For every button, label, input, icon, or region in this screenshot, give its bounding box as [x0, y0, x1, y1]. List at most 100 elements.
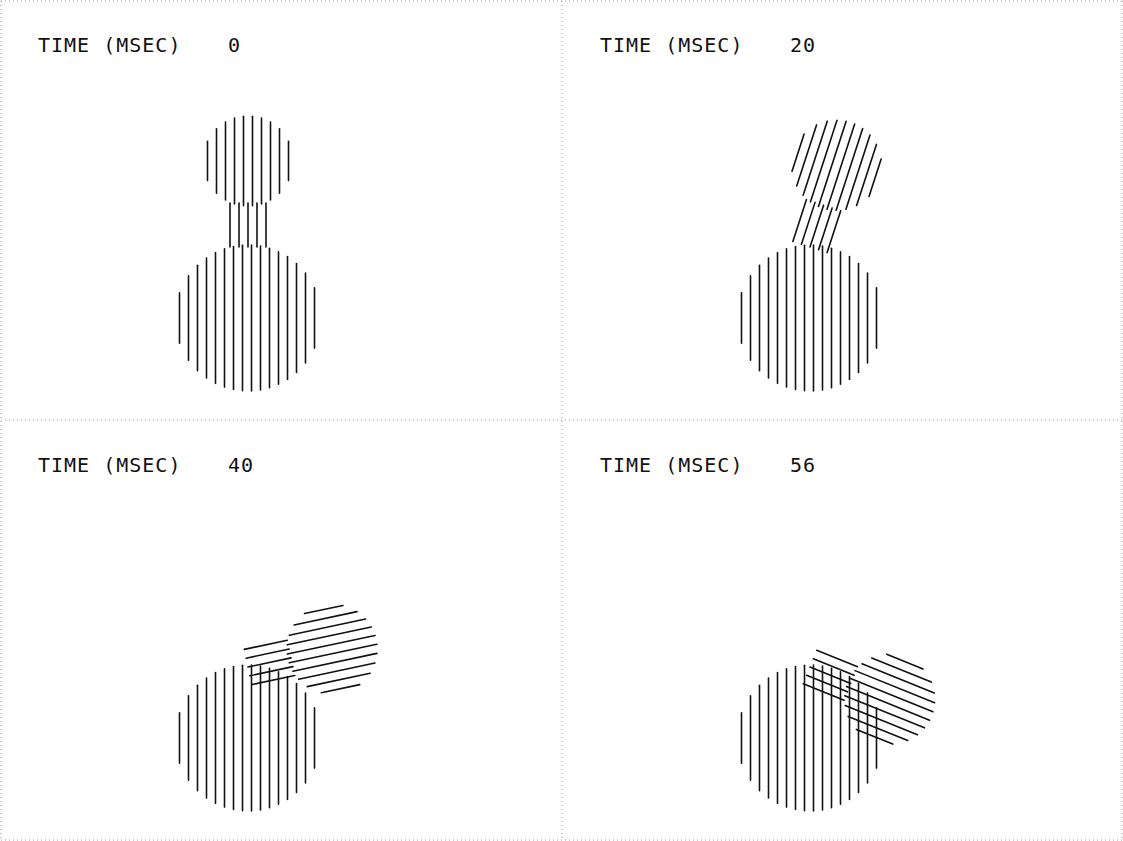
base-stripe: [849, 257, 851, 380]
neck-stripe: [238, 203, 240, 247]
head-stripe: [279, 129, 281, 193]
base-stripe: [741, 293, 743, 343]
time-value: 56: [790, 453, 816, 477]
base-stripe: [260, 666, 262, 810]
base-stripe: [831, 248, 833, 388]
upper-segment: [795, 629, 947, 753]
base-stripe: [867, 273, 869, 363]
neck-stripe: [813, 659, 854, 675]
base-stripe: [768, 678, 770, 798]
base-stripe: [251, 665, 253, 811]
head-stripe: [846, 135, 870, 209]
base-stripe: [804, 665, 806, 811]
deforming-body: [742, 110, 889, 391]
base-stripe: [269, 668, 271, 808]
base-stripe: [215, 673, 217, 804]
base-stripe: [876, 288, 878, 348]
head-stripe: [848, 716, 908, 740]
neck-stripe: [803, 684, 844, 700]
base-stripe: [314, 288, 316, 348]
deforming-body: [742, 629, 947, 810]
head-stripe: [872, 658, 932, 682]
time-value: 40: [228, 453, 254, 477]
base-stripe: [840, 252, 842, 385]
neck-stripe: [807, 675, 848, 691]
base-stripe: [750, 696, 752, 781]
head-stripe: [289, 619, 365, 635]
base-stripe: [251, 245, 253, 391]
base-stripe: [777, 673, 779, 804]
head-stripe: [855, 671, 935, 703]
base-stripe: [840, 672, 842, 805]
head-stripe: [216, 129, 218, 193]
head-stripe: [293, 653, 377, 671]
base-stripe: [858, 263, 860, 372]
neck-stripe: [827, 211, 841, 253]
neck-stripe: [252, 675, 295, 684]
base-stripe: [278, 252, 280, 385]
neck-stripe: [248, 658, 291, 667]
head-stripe: [270, 122, 272, 200]
head-stripe: [287, 627, 371, 645]
base-stripe: [804, 245, 806, 391]
head-stripe: [243, 116, 245, 206]
head-stripe: [288, 141, 290, 180]
base-stripe: [822, 246, 824, 390]
base-stripe: [759, 685, 761, 790]
upper-segment: [208, 116, 289, 247]
base-stripe: [849, 677, 851, 800]
base-stripe: [179, 713, 181, 763]
head-stripe: [225, 122, 227, 200]
neck-stripe: [265, 203, 267, 247]
base-stripe: [795, 666, 797, 809]
head-stripe: [857, 144, 877, 205]
neck-stripe: [250, 667, 293, 676]
base-stripe: [759, 265, 761, 370]
head-stripe: [850, 678, 933, 712]
base-stripe: [768, 258, 770, 378]
base-stripe: [777, 253, 779, 384]
head-stripe: [261, 118, 263, 204]
head-stripe: [856, 729, 892, 744]
time-value: 0: [228, 33, 241, 57]
base-stripe: [741, 713, 743, 763]
base-stripe: [287, 257, 289, 380]
base-stripe: [296, 683, 298, 792]
axis-title: TIME (MSEC): [38, 453, 181, 477]
base-stripe: [858, 683, 860, 792]
base-stripe: [242, 665, 244, 811]
base-stripe: [233, 666, 235, 809]
head-stripe: [307, 673, 370, 686]
axis-title: TIME (MSEC): [600, 453, 743, 477]
panel-border: [1, 420, 1122, 421]
head-stripe: [792, 134, 804, 171]
upper-segment: [240, 600, 385, 706]
neck-stripe: [810, 667, 851, 683]
head-stripe: [845, 696, 925, 728]
base-stripe: [260, 246, 262, 390]
base-stripe: [269, 248, 271, 388]
head-stripe: [252, 116, 254, 206]
base-stripe: [197, 265, 199, 370]
axis-title: TIME (MSEC): [600, 33, 743, 57]
base-stripe: [786, 669, 788, 807]
base-stripe: [813, 245, 815, 391]
base-stripe: [215, 253, 217, 384]
axis-title: TIME (MSEC): [38, 33, 181, 57]
base-stripe: [822, 666, 824, 810]
base-stripe: [242, 245, 244, 391]
head-stripe: [797, 125, 817, 186]
base-stripe: [795, 246, 797, 389]
head-stripe: [321, 685, 359, 693]
head-stripe: [207, 141, 209, 180]
neck-stripe: [246, 649, 289, 658]
base-stripe: [750, 276, 752, 361]
base-stripe: [287, 677, 289, 800]
base-stripe: [188, 696, 190, 781]
head-stripe: [287, 635, 375, 654]
base-stripe: [206, 258, 208, 378]
upper-segment: [771, 110, 888, 259]
base-stripe: [314, 708, 316, 768]
head-stripe: [289, 644, 377, 663]
